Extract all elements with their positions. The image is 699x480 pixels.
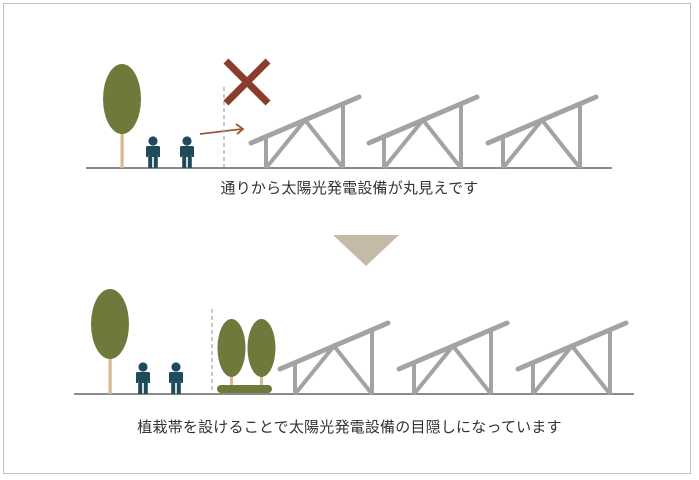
hedge-base <box>217 385 272 393</box>
sight-arrow-icon <box>199 123 245 135</box>
before-scene <box>86 58 612 168</box>
down-triangle-icon <box>333 235 399 266</box>
tree-icon <box>103 64 141 168</box>
solar-panel-frame-icon <box>488 97 596 168</box>
person-icon <box>169 362 183 394</box>
tree-icon <box>247 319 276 377</box>
solar-panel-frame-icon <box>280 323 388 394</box>
person-icon <box>180 136 194 168</box>
planting-strip <box>217 319 276 393</box>
x-mark-icon <box>223 58 271 106</box>
solar-panel-frame-icon <box>369 97 477 168</box>
before-caption: 通りから太陽光発電設備が丸見えです <box>220 179 479 197</box>
solar-panel-frame-icon <box>518 323 626 394</box>
after-scene <box>74 289 634 394</box>
after-caption: 植栽帯を設けることで太陽光発電設備の目隠しになっています <box>137 418 562 436</box>
solar-panel-frame-icon <box>251 97 359 168</box>
person-icon <box>136 362 150 394</box>
solar-panel-frame-icon <box>399 323 507 394</box>
tree-icon <box>217 319 246 377</box>
person-icon <box>146 136 160 168</box>
tree-icon <box>91 289 129 394</box>
